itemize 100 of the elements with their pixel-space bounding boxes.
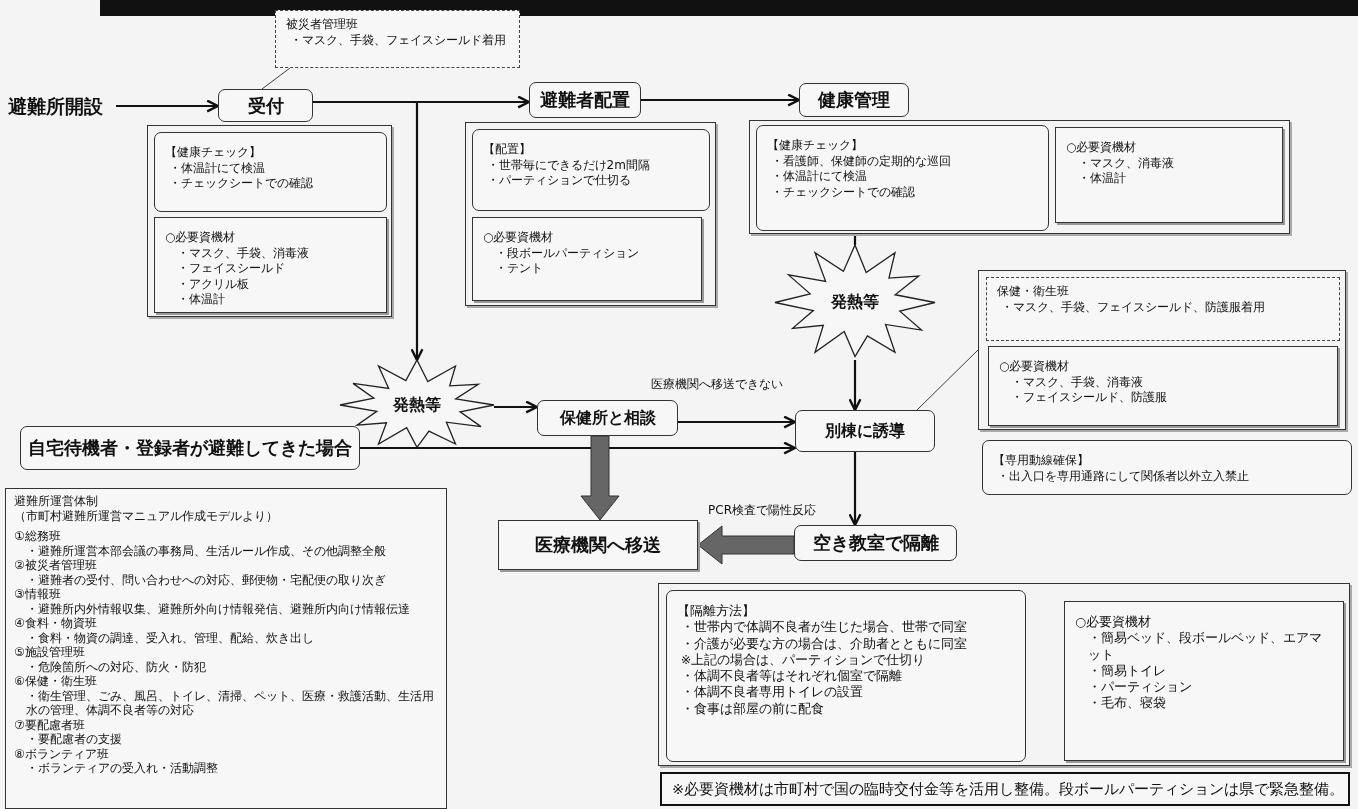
box-text: ・体温計	[176, 292, 226, 308]
panel-frame	[465, 122, 716, 306]
box-text: ・体温計にて検温	[167, 160, 266, 177]
box-text: ②被災者管理班	[14, 558, 98, 573]
process-box	[756, 125, 1049, 231]
box-heading: 被災者管理班	[286, 17, 359, 33]
box-heading: ○必要資機材	[999, 359, 1071, 375]
box-text: ・フェイスシールド	[176, 261, 286, 277]
box-text: ・看護師、保健師の定期的な巡回	[769, 153, 952, 170]
box-text: ・アクリル板	[176, 276, 250, 293]
team-box	[986, 277, 1340, 341]
box-heading: 避難所運営体制	[14, 494, 99, 509]
box-heading: 【健康チェック】	[767, 138, 864, 154]
box-text: ・食料・物資の調達、受入れ、管理、配給、炊き出し	[25, 630, 315, 646]
note-box: ※必要資機材は市町村で国の臨時交付金等を活用し整備。段ボールパーティションは県で緊急整備。	[660, 772, 1350, 806]
team-box	[275, 10, 520, 68]
leader-line	[916, 349, 979, 411]
box-heading: ○必要資機材	[1066, 140, 1138, 156]
burst-callout	[775, 245, 935, 360]
edge-label: PCR検査で陽性反応	[706, 501, 818, 519]
process-box	[154, 132, 387, 212]
supplies-box	[988, 346, 1338, 426]
process-box: 別棟に誘導	[795, 410, 935, 452]
supplies-box	[472, 217, 702, 301]
box-text: ・マスク、手袋、消毒液	[176, 245, 310, 262]
box-text: ・避難所運営本部会議の事務局、生活ルール作成、その他調整全般	[25, 543, 387, 559]
panel-frame	[147, 125, 392, 317]
box-text: ⑤施設管理班	[14, 645, 86, 660]
box-heading: 【専用動線確保】	[993, 453, 1090, 469]
box-text: ・毛布、寝袋	[1086, 695, 1167, 712]
box-heading: 【健康チェック】	[165, 145, 262, 161]
arrow	[641, 93, 801, 107]
box-text: ・体調不良者等はそれぞれ個室で隔離	[679, 668, 903, 685]
box-text: ・パーティション	[1086, 679, 1193, 696]
panel-frame	[749, 120, 1290, 234]
supplies-box	[1064, 601, 1344, 761]
box-text: ・簡易トイレ	[1086, 662, 1167, 679]
process-box: 空き教室で隔離	[794, 525, 957, 561]
edge-label: 医療機関へ移送できない	[648, 375, 785, 393]
box-text: ・避難所内外情報収集、避難所外向け情報発信、避難所内向け情報伝達	[25, 601, 411, 617]
box-heading: ○必要資機材	[483, 230, 555, 246]
box-text: ⑧ボランティア班	[14, 746, 110, 762]
box-text: ・体温計	[1077, 171, 1127, 187]
process-box: 自宅待機者・登録者が避難してきた場合	[20, 426, 360, 470]
box-text: ・避難者の受付、問い合わせへの対応、郵便物・宅配便の取り次ぎ	[25, 572, 387, 588]
box-text: ・世帯内で体調不良者が生じた場合、世帯で同室	[679, 619, 968, 636]
box-heading: ○必要資機材	[165, 230, 237, 246]
box-text: ④食料・物資班	[14, 616, 98, 631]
arrow	[313, 100, 424, 362]
box-text: ・チェックシートでの確認	[167, 176, 314, 192]
box-text: ・フェイスシールド、防護服	[1010, 390, 1168, 406]
panel-frame	[978, 270, 1346, 430]
box-text: ・簡易ベッド、段ボールベッド、エアマット	[1086, 630, 1323, 663]
block-arrow	[580, 435, 620, 521]
box-text: ・体調不良者専用トイレの設置	[679, 684, 864, 701]
arrow	[678, 415, 797, 429]
box-text: ⑦要配慮者班	[14, 717, 86, 733]
arrow	[848, 360, 862, 412]
box-text: ・テント	[494, 261, 544, 277]
box-text: ※上記の場合は、パーティションで仕切り	[679, 651, 927, 668]
leader-line	[261, 67, 291, 90]
box-text: ・食事は部屋の前に配食	[679, 700, 825, 717]
box-text: ・出入口を専用通路にして関係者以外立入禁止	[995, 468, 1250, 485]
box-text: ・段ボールパーティション	[494, 245, 640, 262]
process-box	[666, 590, 1026, 762]
supplies-box	[154, 217, 387, 313]
organization-note-box	[5, 488, 447, 809]
box-text: ・介護が必要な方の場合は、介助者とともに同室	[679, 635, 968, 652]
box-heading: 保健・衛生班	[997, 284, 1070, 300]
box-text: ・マスク、消毒液	[1077, 155, 1175, 172]
process-box: 避難者配置	[529, 82, 641, 118]
box-text: ・パーティションで仕切る	[485, 173, 632, 189]
supplies-box	[1055, 127, 1283, 223]
box-text: ・マスク、手袋、消毒液	[1010, 374, 1144, 391]
burst-label: 発熱等	[392, 393, 442, 416]
box-text: （市町村避難所運営マニュアル作成モデルより）	[14, 508, 279, 524]
box-text: ・ボランティアの受入れ・活動調整	[25, 761, 219, 776]
box-heading: 【配置】	[483, 142, 532, 158]
start-label: 避難所開設	[8, 94, 116, 120]
arrow	[494, 400, 539, 414]
supplies-box: 医療機関へ移送	[498, 520, 698, 570]
box-text: ・マスク、手袋、フェイスシールド着用	[288, 32, 507, 49]
arrow	[848, 452, 862, 527]
process-box: 受付	[218, 89, 313, 122]
box-text: ①総務班	[14, 529, 62, 544]
arrow	[116, 99, 220, 113]
box-text: ・危険箇所への対応、防火・防犯	[25, 659, 207, 675]
box-text: ・世帯毎にできるだけ2m間隔	[485, 157, 651, 174]
block-arrow	[697, 525, 795, 565]
process-box	[982, 440, 1352, 495]
process-box: 保健所と相談	[537, 400, 678, 436]
box-heading: ○必要資機材	[1075, 614, 1152, 631]
process-box: 健康管理	[799, 83, 909, 117]
box-text: ③情報班	[14, 587, 62, 602]
box-text: ・要配慮者の支援	[25, 732, 123, 747]
box-text: ⑥保健・衛生班	[14, 674, 98, 689]
arrow	[360, 441, 797, 455]
process-box	[472, 129, 710, 211]
box-text: ・マスク、手袋、フェイスシールド、防護服着用	[999, 299, 1266, 316]
burst-label: 発熱等	[830, 291, 880, 313]
